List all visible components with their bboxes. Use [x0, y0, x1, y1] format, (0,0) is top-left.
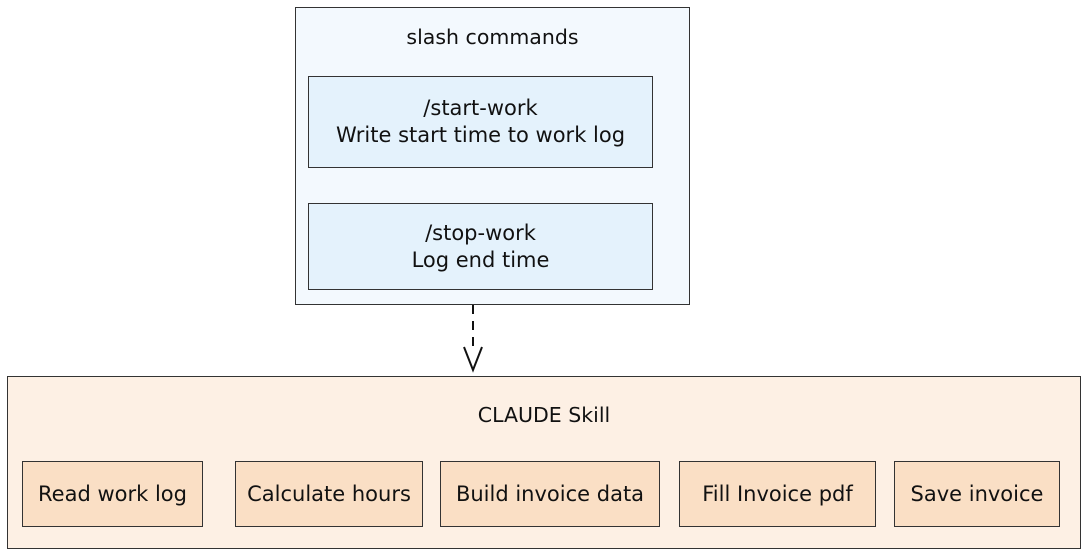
- node-fill-invoice-pdf-label: Fill Invoice pdf: [702, 481, 853, 506]
- node-build-invoice-data[interactable]: Build invoice data: [440, 461, 660, 527]
- node-calculate-hours-label: Calculate hours: [247, 481, 411, 506]
- node-start-work-description: Write start time to work log: [335, 123, 626, 147]
- node-stop-work[interactable]: /stop-work Log end time: [308, 203, 653, 290]
- node-build-invoice-data-label: Build invoice data: [455, 481, 645, 506]
- node-start-work[interactable]: /start-work Write start time to work log: [308, 76, 653, 168]
- node-save-invoice[interactable]: Save invoice: [894, 461, 1060, 527]
- node-calculate-hours[interactable]: Calculate hours: [235, 461, 423, 527]
- cluster-slash-commands-label: slash commands: [406, 25, 579, 49]
- node-save-invoice-label: Save invoice: [910, 481, 1044, 506]
- node-fill-invoice-pdf[interactable]: Fill Invoice pdf: [679, 461, 876, 527]
- node-start-work-title: /start-work: [423, 96, 538, 121]
- node-stop-work-description: Log end time: [411, 247, 550, 272]
- cluster-claude-skill-label: CLAUDE Skill: [477, 403, 611, 427]
- node-read-work-log-label: Read work log: [38, 481, 187, 506]
- node-stop-work-title: /stop-work: [425, 220, 536, 245]
- node-read-work-log[interactable]: Read work log: [22, 461, 203, 527]
- edge-slash-to-claude: [463, 305, 483, 373]
